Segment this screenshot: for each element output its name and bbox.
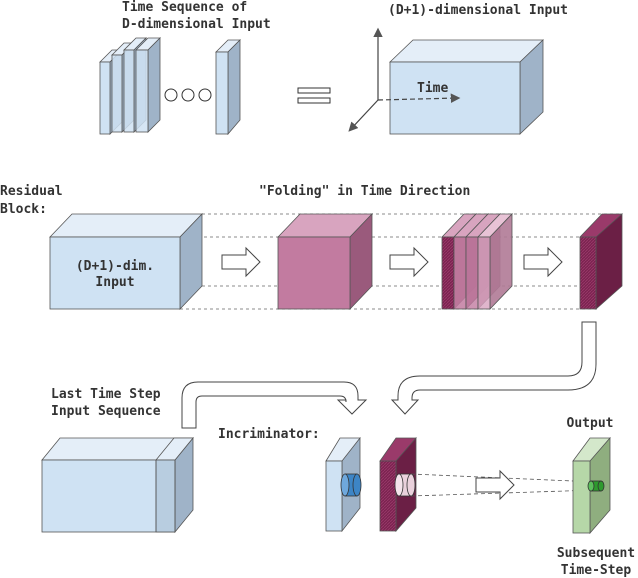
curved-arrow-icon-right: [390, 321, 597, 415]
last-time-step-label-line2: Input Sequence: [51, 404, 161, 419]
axes-3d-icon: [348, 27, 383, 132]
slice-4: [135, 37, 161, 133]
folded-slice-stack: [441, 213, 513, 310]
last-slice: [215, 39, 241, 136]
right-arrow-icon-3: [523, 246, 563, 278]
last-time-step-label-line1: Last Time Step: [51, 387, 161, 402]
block-input-cube: [49, 213, 203, 310]
right-arrow-icon-4: [475, 469, 515, 501]
blue-kernel-icon: [340, 473, 362, 497]
curved-arrow-icon-left: [181, 381, 368, 429]
incriminator-label: Incriminator:: [218, 427, 320, 442]
time-axis-label: Time: [417, 81, 448, 96]
subsequent-label-line1: Subsequent: [557, 546, 635, 561]
dark-maroon-slice: [579, 213, 623, 310]
residual-block-label-line1: Residual: [0, 184, 63, 199]
block-input-label-line1: (D+1)-dim.: [76, 259, 154, 274]
equals-sign-icon: [297, 87, 331, 104]
time-sequence-title-line2: D-dimensional Input: [122, 17, 271, 32]
residual-block-label-line2: Block:: [0, 202, 47, 217]
right-arrow-icon-1: [221, 246, 261, 278]
folded-slice-4: [477, 213, 513, 310]
d-dimensional-slice-stack: [99, 37, 161, 135]
time-sequence-title-line1: Time Sequence of: [122, 0, 247, 15]
pink-kernel-icon: [394, 473, 416, 497]
last-time-step-cube: [41, 436, 194, 534]
output-label: Output: [567, 416, 614, 431]
ellipsis-dots-icon: [164, 88, 212, 102]
right-arrow-icon-2: [389, 246, 429, 278]
d-plus-one-input-title: (D+1)-dimensional Input: [388, 3, 568, 18]
subsequent-label-line2: Time-Step: [561, 563, 632, 578]
folding-guide-lines: [180, 213, 622, 310]
d-plus-one-cube: [389, 39, 544, 135]
green-kernel-icon: [587, 480, 605, 492]
folding-title: "Folding" in Time Direction: [259, 184, 470, 199]
folded-pink-cube: [277, 213, 373, 310]
time-axis-arrow: [377, 93, 461, 103]
block-input-label-line2: Input: [95, 275, 134, 290]
